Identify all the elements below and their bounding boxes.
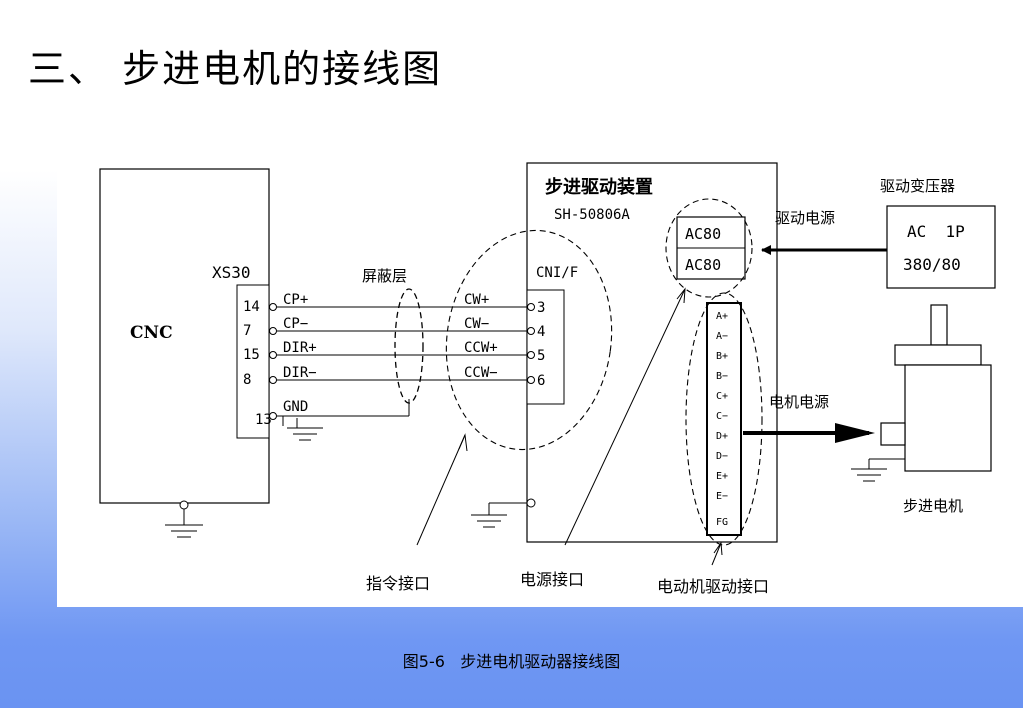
motor-terminal-label: D− — [716, 451, 728, 462]
motor-power-arrowhead — [835, 423, 875, 443]
motor-terminal-label: E− — [716, 491, 728, 502]
power-interface-ellipse — [665, 198, 753, 298]
cnc-terminal — [269, 376, 277, 384]
cnc-terminal — [269, 327, 277, 335]
cnc-terminal — [269, 412, 277, 420]
command-interface-label: 指令接口 — [366, 574, 430, 593]
drive-unit-title: 步进驱动装置 — [545, 176, 653, 198]
cnc-pin-number: 14 — [243, 299, 260, 315]
drive-terminal — [527, 351, 535, 359]
transformer-box — [886, 205, 996, 289]
cnc-signal-label: DIR+ — [283, 340, 317, 356]
cnc-pin-number: 7 — [243, 323, 251, 339]
cnc-label: CNC — [130, 323, 173, 343]
gnd-ground-icon — [287, 418, 323, 441]
drive-pin-number: 4 — [537, 324, 545, 340]
motor-label: 步进电机 — [903, 497, 963, 515]
motor-terminal-label: B+ — [716, 351, 728, 362]
transformer-line2: 380/80 — [903, 255, 961, 274]
motor-terminal-label: A+ — [716, 311, 728, 322]
cnc-terminal — [269, 351, 277, 359]
motor-power-label: 电机电源 — [769, 393, 829, 411]
cnif-label: CNI/F — [536, 265, 578, 281]
cnc-pin-number: 8 — [243, 372, 251, 388]
drive-signal-label: CW− — [464, 316, 489, 332]
cnc-signal-label: CP− — [283, 316, 308, 332]
motor-drive-interface-pointer — [711, 542, 722, 566]
drive-ground-icon — [471, 498, 536, 528]
ac-terminal-label: AC80 — [685, 225, 721, 243]
power-interface-label: 电源接口 — [520, 570, 584, 589]
motor-drive-interface-label: 电动机驱动接口 — [657, 577, 769, 596]
transformer-line1: AC 1P — [907, 222, 965, 241]
motor-terminal-strip — [706, 302, 742, 536]
drive-signal-label: CW+ — [464, 292, 489, 308]
xs30-connector — [236, 284, 270, 439]
figure-caption: 图5-6 步进电机驱动器接线图 — [402, 652, 621, 671]
motor-terminal-label: E+ — [716, 471, 728, 482]
slide-title: 三、 步进电机的接线图 — [28, 47, 443, 91]
drive-model: SH-50806A — [554, 207, 630, 223]
motor-terminal-label: D+ — [716, 431, 728, 442]
cnc-ground-icon — [165, 500, 203, 538]
motor-drive-interface-ellipse — [685, 292, 763, 546]
cnc-signal-label: DIR− — [283, 365, 317, 381]
motor-terminal-label: C+ — [716, 391, 728, 402]
command-interface-pointer — [416, 434, 466, 546]
drive-pin-number: 3 — [537, 300, 545, 316]
shield-label: 屏蔽层 — [362, 267, 407, 285]
drive-signal-label: CCW− — [464, 365, 498, 381]
cnc-pin-number: 15 — [243, 347, 260, 363]
xs30-label: XS30 — [212, 263, 251, 282]
drive-pin-number: 6 — [537, 373, 545, 389]
wiring-diagram: CNC XS30 14 7 15 8 13 CP+ CP− DIR+ DIR− … — [57, 133, 1023, 607]
motor-terminal-label: A− — [716, 331, 728, 342]
cnc-signal-label: GND — [283, 399, 308, 415]
drive-pin-number: 5 — [537, 348, 545, 364]
cnc-signal-label: CP+ — [283, 292, 308, 308]
drive-terminal — [527, 327, 535, 335]
motor-terminal-label: FG — [716, 517, 728, 528]
drive-signal-label: CCW+ — [464, 340, 498, 356]
drive-terminal — [527, 376, 535, 384]
cnc-pin-number: 13 — [255, 412, 272, 428]
drive-power-label: 驱动电源 — [775, 209, 835, 227]
transformer-title: 驱动变压器 — [880, 177, 955, 195]
cnc-terminal — [269, 303, 277, 311]
ac-terminal-label: AC80 — [685, 256, 721, 274]
drive-terminal — [527, 303, 535, 311]
motor-terminal-label: B− — [716, 371, 728, 382]
command-interface-ellipse — [445, 229, 613, 451]
motor-terminal-label: C− — [716, 411, 728, 422]
stepper-motor-icon — [880, 304, 992, 472]
shield-ellipse — [394, 288, 424, 404]
motor-ground-icon — [851, 458, 905, 482]
power-interface-pointer — [564, 288, 686, 546]
